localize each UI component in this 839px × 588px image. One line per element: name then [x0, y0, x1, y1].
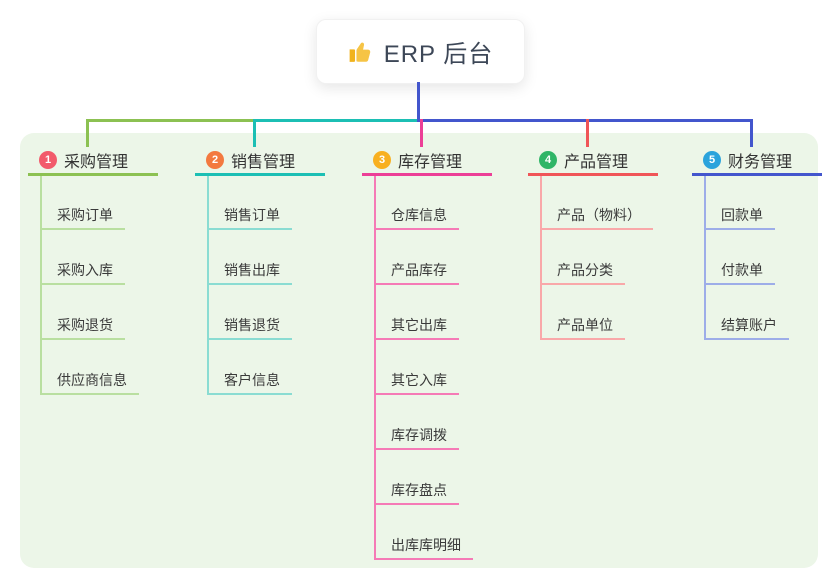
- branch-title-label: 财务管理: [728, 154, 793, 171]
- branch-title-label: 库存管理: [398, 154, 463, 171]
- branch-child-connector-line: [207, 176, 209, 395]
- branch-5-number-badge: 5: [703, 151, 721, 169]
- child-node[interactable]: 供应商信息: [40, 369, 139, 395]
- branch-child-connector-line: [40, 176, 42, 395]
- bus-segment-mid: [253, 119, 419, 122]
- child-node[interactable]: 销售退货: [207, 314, 292, 340]
- child-node[interactable]: 产品（物料）: [540, 204, 653, 230]
- branch-title-label: 采购管理: [64, 154, 129, 171]
- child-node[interactable]: 采购入库: [40, 259, 125, 285]
- branch-drop-line: [750, 119, 753, 147]
- thumbs-up-icon: [348, 39, 374, 65]
- branch-title-label: 产品管理: [564, 154, 629, 171]
- child-node[interactable]: 采购订单: [40, 204, 125, 230]
- root-node[interactable]: ERP 后台: [316, 19, 525, 84]
- branch-child-connector-line: [374, 176, 376, 560]
- branch-title-label: 销售管理: [231, 154, 296, 171]
- branch-3-number-badge: 3: [373, 151, 391, 169]
- branch-child-connector-line: [540, 176, 542, 340]
- branch-4-number-badge: 4: [539, 151, 557, 169]
- child-node[interactable]: 回款单: [704, 204, 775, 230]
- root-connector-line: [417, 82, 420, 122]
- branch-drop-line: [86, 119, 89, 147]
- child-node[interactable]: 其它出库: [374, 314, 459, 340]
- root-node-label: ERP 后台: [383, 41, 494, 68]
- branch-2-title[interactable]: 2 销售管理: [195, 147, 325, 176]
- branch-child-connector-line: [704, 176, 706, 340]
- child-node[interactable]: 产品分类: [540, 259, 625, 285]
- branch-1-title[interactable]: 1 采购管理: [28, 147, 158, 176]
- child-node[interactable]: 客户信息: [207, 369, 292, 395]
- child-node[interactable]: 库存调拨: [374, 424, 459, 450]
- branches-panel: [20, 133, 818, 568]
- bus-segment-right: [417, 119, 753, 122]
- child-node[interactable]: 结算账户: [704, 314, 789, 340]
- branch-2-number-badge: 2: [206, 151, 224, 169]
- child-node[interactable]: 销售订单: [207, 204, 292, 230]
- branch-drop-line: [586, 119, 589, 147]
- branch-drop-line: [420, 119, 423, 147]
- child-node[interactable]: 库存盘点: [374, 479, 459, 505]
- child-node[interactable]: 采购退货: [40, 314, 125, 340]
- child-node[interactable]: 付款单: [704, 259, 775, 285]
- branch-3-title[interactable]: 3 库存管理: [362, 147, 492, 176]
- child-node[interactable]: 销售出库: [207, 259, 292, 285]
- bus-segment-left: [86, 119, 256, 122]
- branch-drop-line: [253, 119, 256, 147]
- child-node[interactable]: 产品库存: [374, 259, 459, 285]
- child-node[interactable]: 出库库明细: [374, 534, 473, 560]
- branch-1-number-badge: 1: [39, 151, 57, 169]
- child-node[interactable]: 仓库信息: [374, 204, 459, 230]
- branch-4-title[interactable]: 4 产品管理: [528, 147, 658, 176]
- child-node[interactable]: 产品单位: [540, 314, 625, 340]
- child-node[interactable]: 其它入库: [374, 369, 459, 395]
- branch-5-title[interactable]: 5 财务管理: [692, 147, 822, 176]
